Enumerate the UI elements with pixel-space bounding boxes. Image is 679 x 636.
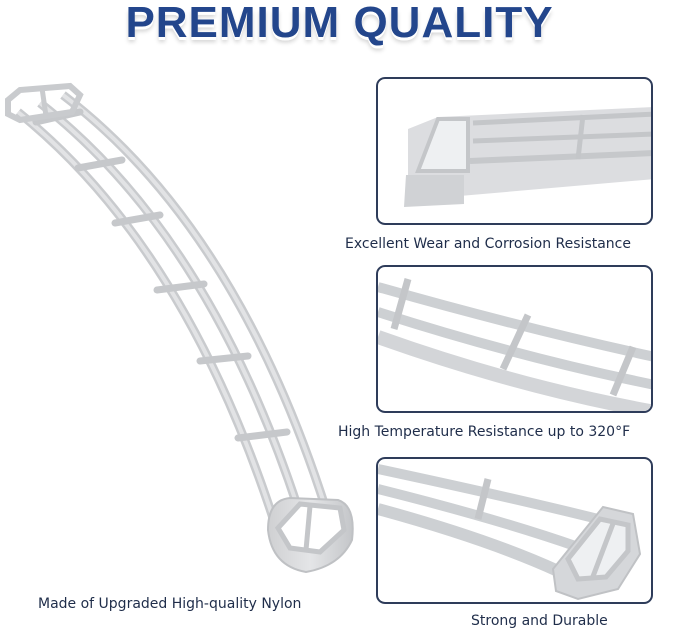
feature-caption-wear-resistance: Excellent Wear and Corrosion Resistance <box>345 236 631 252</box>
main-product-caption: Made of Upgraded High-quality Nylon <box>38 596 302 612</box>
feature-image-wear-resistance <box>376 77 653 225</box>
feature-image-strong-durable <box>376 457 653 604</box>
feature-caption-temperature-resistance: High Temperature Resistance up to 320°F <box>338 424 631 440</box>
bar-rungs-closeup <box>378 278 651 411</box>
feature-caption-strong-durable: Strong and Durable <box>471 613 608 629</box>
bar-foot-closeup <box>378 464 642 601</box>
feature-image-temperature-resistance <box>376 265 653 413</box>
page-title: PREMIUM QUALITY <box>125 0 554 47</box>
bar-end-closeup <box>404 107 651 207</box>
main-product-image <box>0 80 370 590</box>
rack-bar-illustration <box>5 82 354 574</box>
